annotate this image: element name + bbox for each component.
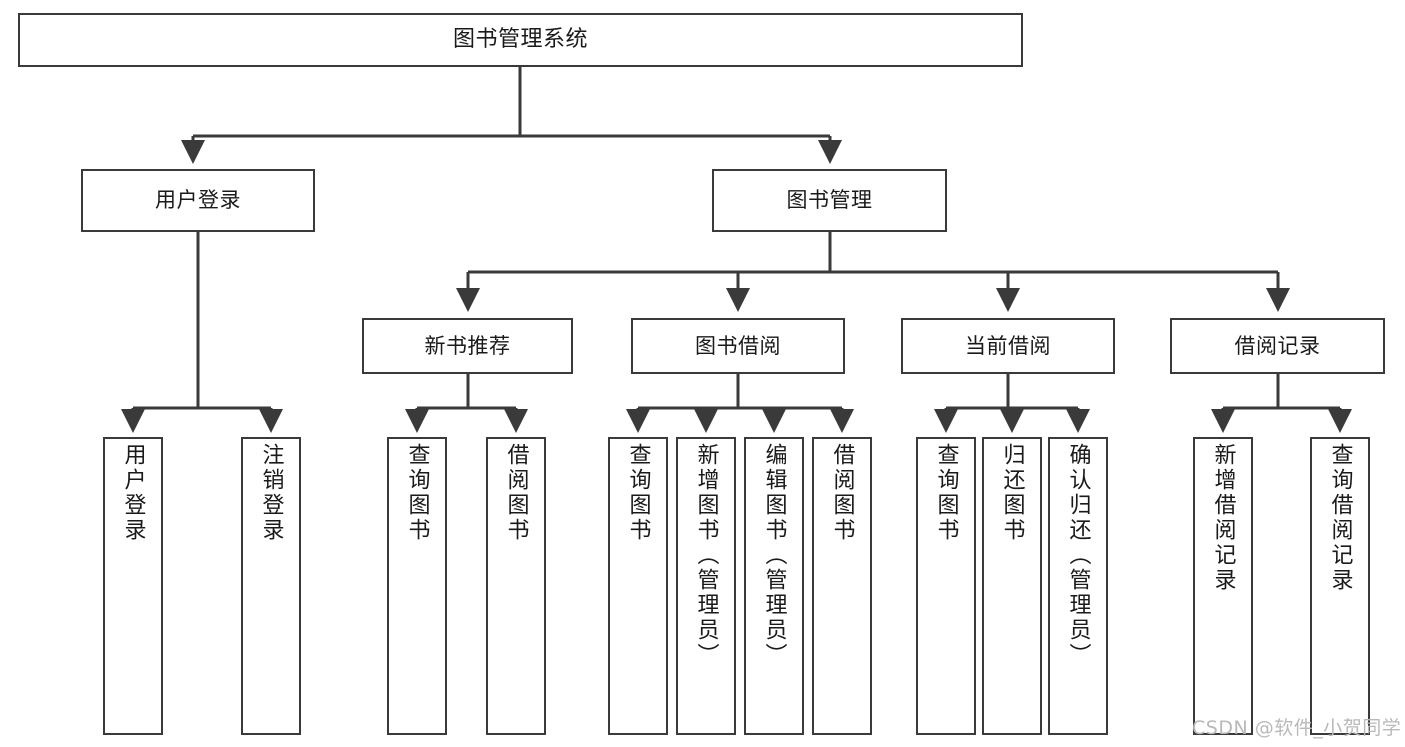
node-book-management[interactable]: 图书管理 [712,169,947,232]
node-leaf-edit-book-admin[interactable]: 编辑图书（管理员） [744,437,804,735]
node-leaf-query-borrow-record-label: 查询借阅记录 [1327,443,1353,593]
node-leaf-borrow-books-2-label: 借阅图书 [829,443,855,543]
node-new-book-recommend[interactable]: 新书推荐 [362,318,573,374]
node-leaf-query-books-2[interactable]: 查询图书 [608,437,668,735]
node-leaf-user-logout[interactable]: 注销登录 [241,437,301,735]
node-borrow-record-label: 借阅记录 [1234,333,1321,358]
node-leaf-borrow-books-1[interactable]: 借阅图书 [486,437,546,735]
node-leaf-query-borrow-record[interactable]: 查询借阅记录 [1310,437,1370,735]
node-book-borrow[interactable]: 图书借阅 [631,318,845,374]
node-root-system[interactable]: 图书管理系统 [18,13,1023,67]
node-book-management-label: 图书管理 [786,188,873,213]
node-leaf-add-borrow-record[interactable]: 新增借阅记录 [1193,437,1253,735]
node-leaf-return-books-label: 归还图书 [999,443,1025,543]
node-root-system-label: 图书管理系统 [452,27,588,53]
node-leaf-query-books-3-label: 查询图书 [933,443,959,543]
node-book-borrow-label: 图书借阅 [695,333,781,358]
node-leaf-borrow-books-1-label: 借阅图书 [503,443,529,543]
node-new-book-recommend-label: 新书推荐 [424,333,511,358]
node-current-borrow[interactable]: 当前借阅 [901,318,1115,374]
node-leaf-confirm-return-admin-label: 确认归还（管理员） [1065,443,1091,668]
node-leaf-query-books-2-label: 查询图书 [625,443,651,543]
node-leaf-user-login[interactable]: 用户登录 [103,437,163,735]
node-leaf-user-login-label: 用户登录 [120,443,146,543]
csdn-watermark: CSDN @软件_小贺同学 [1192,717,1402,739]
node-current-borrow-label: 当前借阅 [965,333,1051,358]
node-user-login-label: 用户登录 [155,188,241,213]
node-leaf-edit-book-admin-label: 编辑图书（管理员） [761,443,787,668]
node-leaf-confirm-return-admin[interactable]: 确认归还（管理员） [1048,437,1108,735]
node-leaf-add-book-admin-label: 新增图书（管理员） [693,443,719,668]
node-borrow-record[interactable]: 借阅记录 [1170,318,1385,374]
node-leaf-add-borrow-record-label: 新增借阅记录 [1210,443,1236,593]
node-leaf-user-logout-label: 注销登录 [258,443,284,543]
node-leaf-query-books-3[interactable]: 查询图书 [916,437,976,735]
node-leaf-add-book-admin[interactable]: 新增图书（管理员） [676,437,736,735]
node-leaf-borrow-books-2[interactable]: 借阅图书 [812,437,872,735]
node-leaf-return-books[interactable]: 归还图书 [982,437,1042,735]
node-leaf-query-books-1[interactable]: 查询图书 [387,437,447,735]
node-user-login[interactable]: 用户登录 [81,169,315,232]
node-leaf-query-books-1-label: 查询图书 [404,443,430,543]
